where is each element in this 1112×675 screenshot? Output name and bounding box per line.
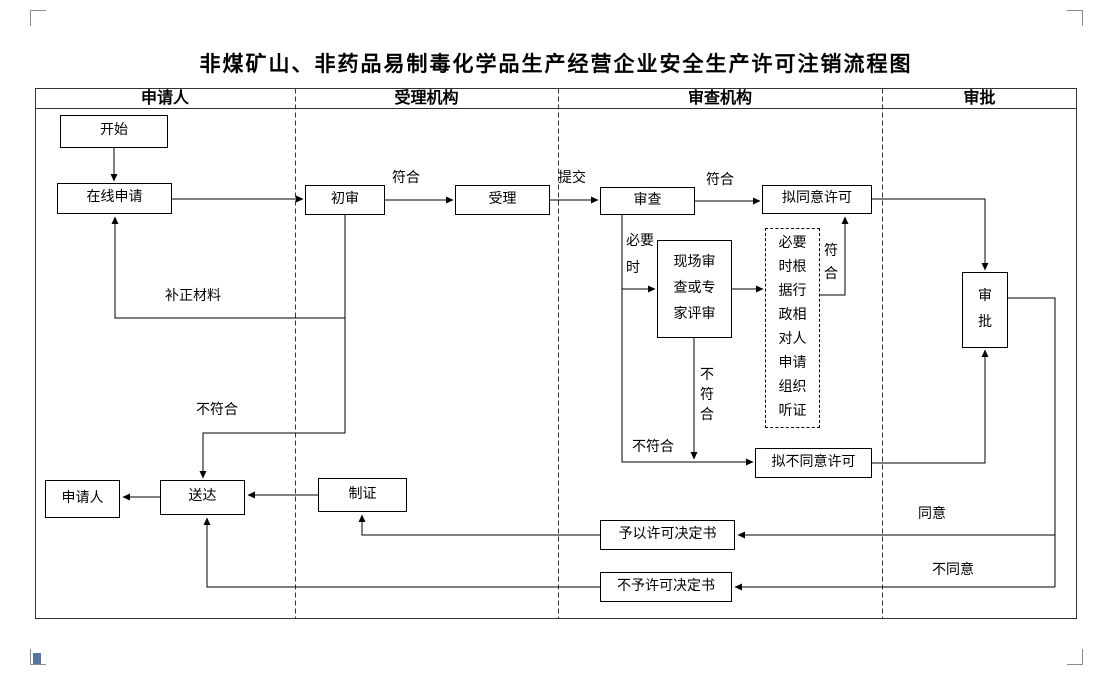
edge-label-disagree: 不同意 xyxy=(932,563,974,578)
lane-header-approval: 审批 xyxy=(963,90,996,107)
node-preliminary-review: 初审 xyxy=(305,185,385,215)
node-start: 开始 xyxy=(60,115,168,148)
node-applicant: 申请人 xyxy=(45,480,120,518)
node-grant-decision: 予以许可决定书 xyxy=(600,520,735,550)
lane-header-acceptance: 受理机构 xyxy=(394,90,459,107)
lane-header-applicant: 申请人 xyxy=(140,90,189,107)
edge-label-submit: 提交 xyxy=(558,171,586,186)
node-online-application: 在线申请 xyxy=(57,183,172,214)
edge-label-conform-hearing: 符合 xyxy=(824,244,838,282)
page-title: 非煤矿山、非药品易制毒化学品生产经营企业安全生产许可注销流程图 xyxy=(199,52,913,76)
edge-preliminary-notconform-to-delivery xyxy=(199,215,346,479)
node-propose-deny: 拟不同意许可 xyxy=(755,448,872,478)
node-acceptance: 受理 xyxy=(455,185,550,215)
node-propose-grant: 拟同意许可 xyxy=(762,185,872,214)
node-review: 审查 xyxy=(600,187,695,215)
edge-propose-grant-to-approval xyxy=(872,198,989,271)
edge-deny-decision-to-delivery xyxy=(203,517,600,588)
edge-label-agree: 同意 xyxy=(918,507,946,522)
edge-label-not-conform-preliminary: 不符合 xyxy=(196,403,238,418)
node-approval: 审批 xyxy=(962,272,1008,348)
edge-label-conform-preliminary: 符合 xyxy=(392,171,420,186)
crop-mark-bottom-right xyxy=(1067,649,1083,665)
node-certificate-making: 制证 xyxy=(318,478,407,512)
edge-label-not-conform-review: 不符合 xyxy=(632,440,674,455)
edge-hearing-to-propose-grant xyxy=(820,216,849,296)
edge-propose-deny-to-approval xyxy=(872,349,989,464)
edge-grant-decision-to-certificate xyxy=(358,514,600,536)
edge-label-supplement-materials: 补正材料 xyxy=(165,289,221,304)
crop-mark-top-right xyxy=(1067,10,1083,26)
page-handle xyxy=(33,653,41,664)
edge-label-conform-review: 符合 xyxy=(706,173,734,188)
edge-label-when-necessary: 必要时 xyxy=(626,234,654,276)
crop-mark-top-left xyxy=(30,10,46,26)
edge-label-not-conform-onsite: 不符合 xyxy=(700,368,714,423)
edge-supplement-loop xyxy=(111,216,345,319)
crop-mark-bottom-left xyxy=(30,649,46,665)
lane-header-review: 审查机构 xyxy=(687,90,752,107)
edge-review-to-propose-deny xyxy=(621,215,754,466)
edge-approval-rail xyxy=(1008,297,1056,587)
node-onsite-or-expert-review: 现场审查或专家评审 xyxy=(657,240,732,338)
node-deny-decision: 不予许可决定书 xyxy=(600,572,732,602)
node-delivery: 送达 xyxy=(160,480,245,515)
node-hearing-note: 必要时根据行政相对人申请组织听证 xyxy=(765,228,820,428)
